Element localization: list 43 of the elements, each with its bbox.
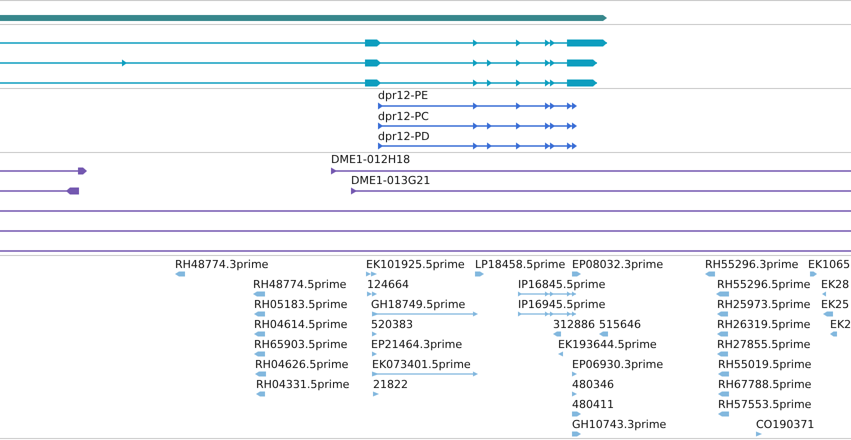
feature-label: EK1065 (808, 258, 850, 272)
feature-label: 124664 (367, 278, 409, 292)
feature-label: 21822 (373, 378, 408, 392)
feature-label: RH04614.5prime (254, 318, 348, 332)
feature-label: DME1-013G21 (351, 174, 430, 188)
feature-label: dpr12-PC (378, 110, 429, 124)
feature-label: EK25 (821, 298, 850, 312)
feature-label: EK073401.5prime (372, 358, 471, 372)
feature-label: RH55296.5prime (717, 278, 810, 292)
feature-label: 515646 (599, 318, 641, 332)
feature-label: RH27855.5prime (717, 338, 810, 352)
feature-label: EK193644.5prime (558, 338, 657, 352)
feature-label: RH26319.5prime (717, 318, 810, 332)
feature-label: GH10743.3prime (572, 418, 666, 432)
feature-label: RH48774.5prime (253, 278, 346, 292)
feature-label: RH04331.5prime (256, 378, 350, 392)
feature-label: dpr12-PD (378, 130, 430, 144)
feature-label: EP06930.3prime (572, 358, 664, 372)
feature-label: 480411 (572, 398, 614, 412)
feature-label: EP21464.3prime (371, 338, 462, 352)
feature-label: 312886 (553, 318, 595, 332)
feature-label: RH65903.5prime (254, 338, 348, 352)
feature-label: EK28 (821, 278, 850, 292)
feature-label: RH05183.5prime (254, 298, 348, 312)
feature-label: RH25973.5prime (717, 298, 810, 312)
feature-label: RH04626.5prime (255, 358, 348, 372)
feature-label: RH55019.5prime (718, 358, 812, 372)
feature-label: 480346 (572, 378, 614, 392)
feature-label: dpr12-PE (378, 89, 428, 103)
feature-label: RH48774.3prime (175, 258, 268, 272)
feature-label: RH67788.5prime (718, 378, 812, 392)
feature-label: LP18458.5prime (475, 258, 566, 272)
feature-label: EP08032.3prime (572, 258, 664, 272)
feature-label: EK101925.5prime (366, 258, 465, 272)
feature-label: IP16845.5prime (518, 278, 606, 292)
feature-label: EK2 (830, 318, 851, 332)
feature-label: GH18749.5prime (371, 298, 466, 312)
feature-label: 520383 (371, 318, 413, 332)
feature-label: RH57553.5prime (718, 398, 812, 412)
feature-label: CO190371 (756, 418, 814, 432)
feature-label: IP16945.5prime (518, 298, 606, 312)
feature-label: DME1-012H18 (331, 153, 410, 167)
feature-label: RH55296.3prime (705, 258, 798, 272)
